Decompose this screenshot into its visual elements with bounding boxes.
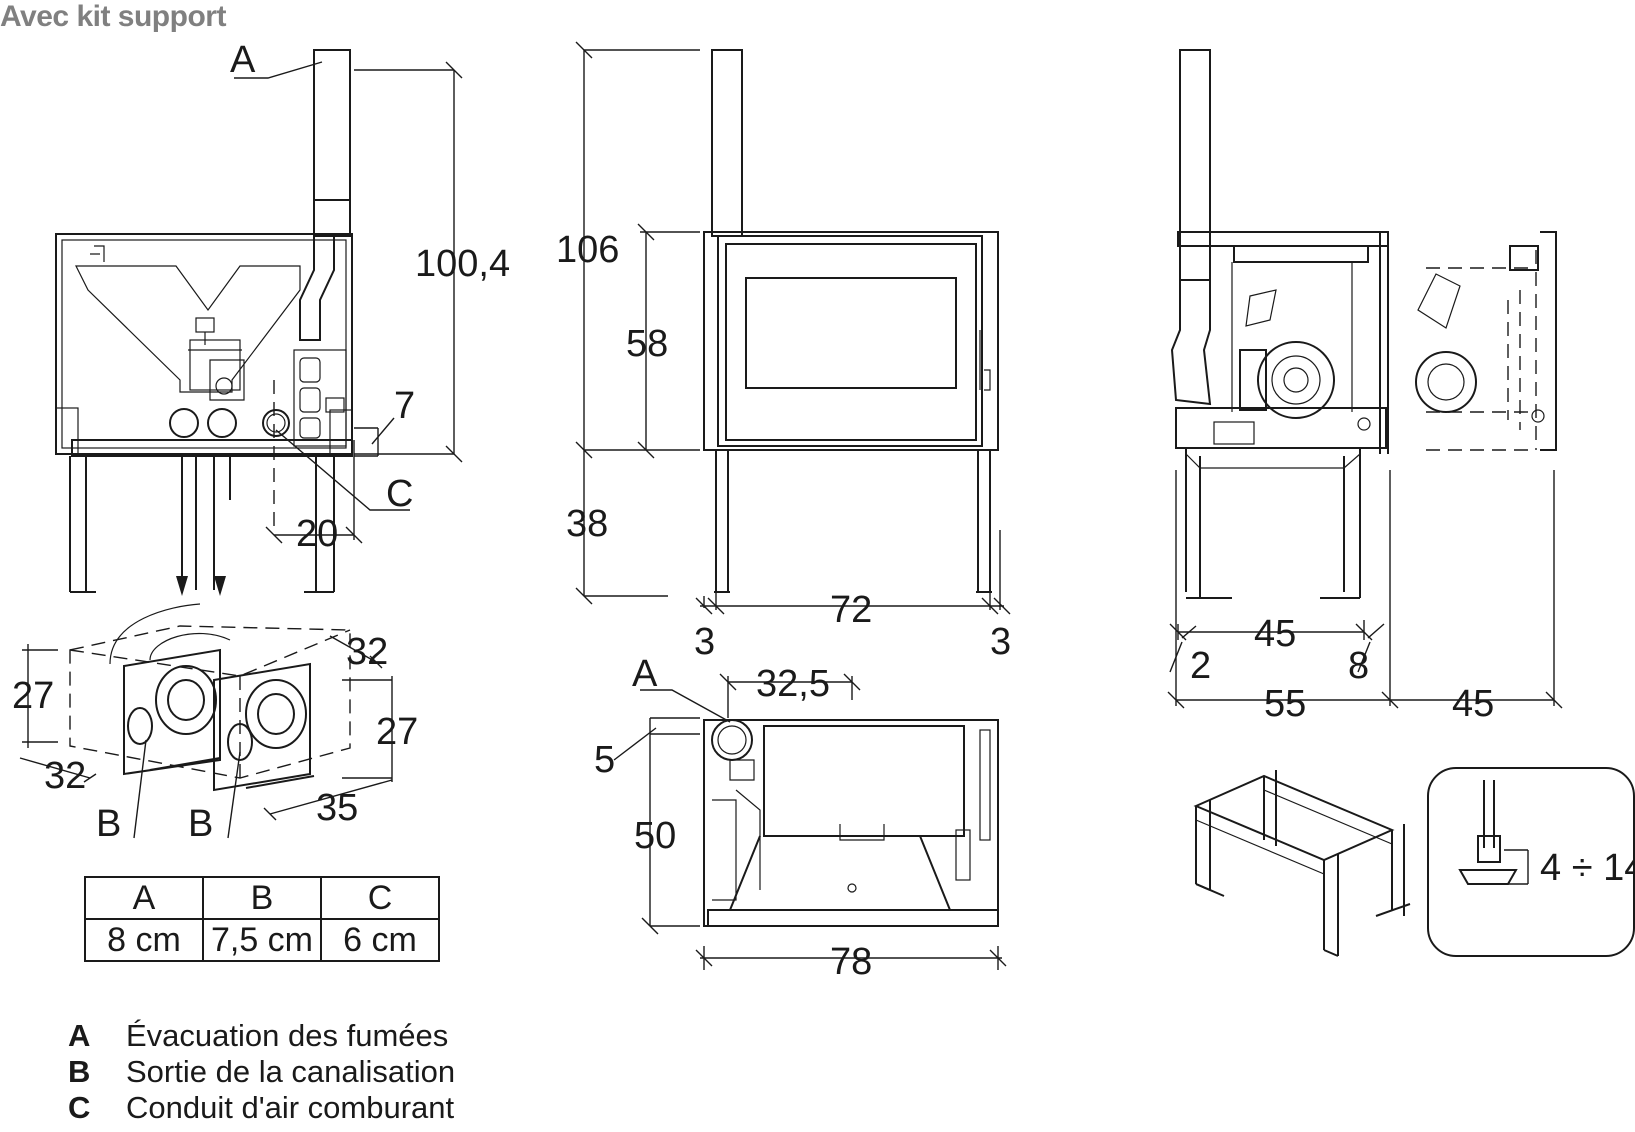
dim-3-right: 3 [990,621,1011,663]
legend-text: Sortie de la canalisation [126,1054,456,1089]
label-b-left: B [96,803,121,845]
dimension-table: A B C 8 cm 7,5 cm 6 cm [84,876,440,962]
legend-key: A [68,1018,91,1053]
dim-20: 20 [296,513,338,555]
table-header-b: B [202,876,322,920]
dim-55: 55 [1264,683,1306,725]
label-c-rear: C [386,473,413,515]
dim-45-bottom: 45 [1452,683,1494,725]
dim-foot-adjust: 4 ÷ 14 [1540,847,1635,889]
legend-item-c: C Conduit d'air comburant [68,1090,455,1126]
table-value-a: 8 cm [84,918,204,962]
dim-depth-50: 50 [634,815,676,857]
dim-32-5: 32,5 [756,663,830,705]
top-view [613,673,1007,970]
label-a-top: A [632,653,658,695]
table-value-c: 6 cm [320,918,440,962]
dim-27-right: 27 [376,711,418,753]
table-header-row: A B C [84,876,440,920]
dim-height-38: 38 [566,503,608,545]
dim-8: 8 [1348,645,1369,687]
label-b-right: B [188,803,213,845]
table-row: 8 cm 7,5 cm 6 cm [84,918,440,962]
foot-adjust-detail [1427,767,1635,957]
table-header-a: A [84,876,204,920]
support-kit-stand [1193,770,1411,957]
legend-text: Conduit d'air comburant [126,1090,455,1125]
rear-view [55,49,463,596]
dim-35: 35 [316,787,358,829]
page-title: Avec kit support [0,0,226,33]
front-view [575,41,1011,615]
dim-32-bottom: 32 [44,755,86,797]
dim-45-top: 45 [1254,613,1296,655]
dim-32-top: 32 [346,631,388,673]
dim-width-78: 78 [830,941,872,983]
dim-height-106: 106 [556,229,619,271]
table-value-b: 7,5 cm [202,918,322,962]
outlet-boxes-isometric [19,603,393,839]
legend-key: B [68,1054,91,1089]
dim-height-58: 58 [626,323,668,365]
legend-item-a: A Évacuation des fumées [68,1018,455,1054]
dim-2: 2 [1190,645,1211,687]
dim-27-left: 27 [12,675,54,717]
legend-text: Évacuation des fumées [126,1018,449,1053]
legend-item-b: B Sortie de la canalisation [68,1054,455,1090]
dim-width-72: 72 [830,589,872,631]
legend: A Évacuation des fumées B Sortie de la c… [68,1018,455,1126]
dim-3-left: 3 [694,621,715,663]
dim-7: 7 [394,385,415,427]
dim-height-100-4: 100,4 [415,243,510,285]
side-view [1167,49,1563,709]
label-a-rear: A [230,39,256,81]
dim-5: 5 [594,739,615,781]
table-header-c: C [320,876,440,920]
legend-key: C [68,1090,91,1125]
